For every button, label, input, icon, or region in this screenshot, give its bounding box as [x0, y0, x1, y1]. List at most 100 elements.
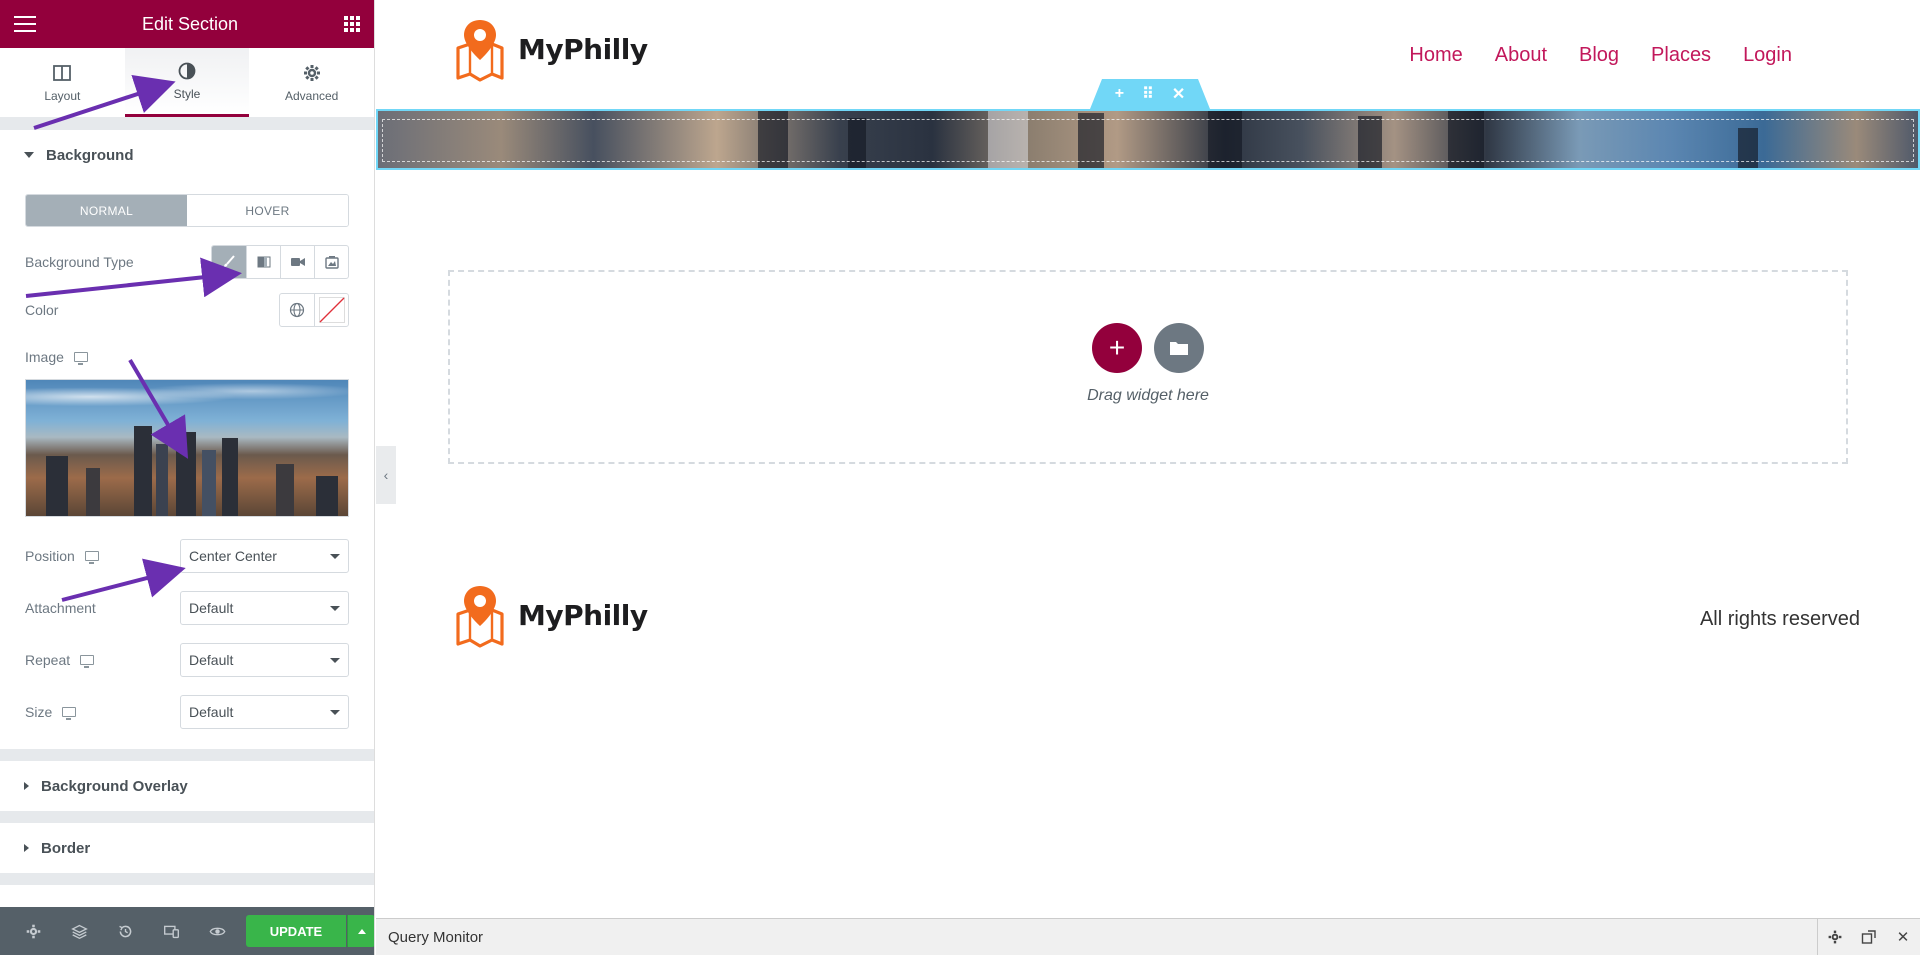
- panel-header: Edit Section: [0, 0, 374, 48]
- classic-brush-icon[interactable]: [212, 246, 246, 278]
- globe-icon[interactable]: [280, 294, 314, 326]
- nav-blog[interactable]: Blog: [1579, 44, 1620, 66]
- menu-icon[interactable]: [14, 16, 36, 32]
- site-logo[interactable]: MyPhilly: [452, 16, 648, 82]
- site-header: MyPhilly Home About Blog Places Login: [452, 16, 1852, 88]
- position-label: Position: [25, 548, 75, 564]
- selected-section-banner[interactable]: [376, 109, 1920, 170]
- chevron-down-icon: [330, 709, 340, 715]
- section-title: Background Overlay: [41, 777, 188, 795]
- half-circle-icon: [178, 62, 196, 80]
- qm-settings-gear-icon[interactable]: [1818, 929, 1852, 945]
- panel-footer: UPDATE: [0, 907, 374, 955]
- slideshow-icon[interactable]: [314, 246, 348, 278]
- section-divider: [0, 749, 374, 761]
- background-type-label: Background Type: [25, 254, 134, 270]
- query-monitor-actions: ✕: [1817, 918, 1920, 955]
- responsive-mode-icon[interactable]: [148, 907, 194, 955]
- image-label: Image: [25, 349, 64, 365]
- section-border-toggle[interactable]: Border: [0, 823, 374, 873]
- section-handle: + ⠿ ✕: [1090, 79, 1210, 109]
- add-section-icon[interactable]: +: [1114, 85, 1125, 102]
- site-nav: Home About Blog Places Login: [1409, 44, 1792, 67]
- chevron-down-icon: [330, 657, 340, 663]
- desktop-icon[interactable]: [80, 655, 95, 668]
- nav-home[interactable]: Home: [1409, 44, 1463, 66]
- background-image-preview[interactable]: [25, 379, 349, 517]
- editor-panel: Edit Section Layout Style Advanced Backg…: [0, 0, 375, 955]
- copyright-text: All rights reserved: [1699, 608, 1860, 630]
- desktop-icon[interactable]: [84, 551, 99, 564]
- save-options-caret-icon[interactable]: [347, 915, 374, 947]
- section-divider: [0, 811, 374, 823]
- widgets-grid-icon[interactable]: [344, 16, 360, 32]
- section-divider: [0, 118, 374, 130]
- add-section-plus-icon[interactable]: +: [1092, 323, 1142, 373]
- collapse-panel-chevron-icon[interactable]: ‹: [376, 446, 396, 504]
- update-button[interactable]: UPDATE: [246, 915, 346, 947]
- section-background-overlay-toggle[interactable]: Background Overlay: [0, 761, 374, 811]
- position-value: Center Center: [189, 548, 277, 564]
- size-label: Size: [25, 704, 53, 720]
- drag-handle-icon[interactable]: ⠿: [1142, 86, 1154, 103]
- nav-about[interactable]: About: [1494, 44, 1547, 66]
- dropzone-buttons: +: [1092, 323, 1204, 373]
- size-select[interactable]: Default: [180, 695, 349, 729]
- desktop-icon[interactable]: [73, 352, 88, 365]
- attachment-label: Attachment: [25, 600, 96, 616]
- template-library-folder-icon[interactable]: [1154, 323, 1204, 373]
- tab-layout[interactable]: Layout: [0, 48, 125, 117]
- qm-popout-icon[interactable]: [1852, 929, 1886, 945]
- map-pin-logo-icon: [456, 586, 504, 648]
- nav-places[interactable]: Places: [1651, 44, 1712, 66]
- attachment-value: Default: [189, 600, 234, 616]
- attachment-row: Attachment Default: [25, 591, 349, 625]
- query-monitor-label[interactable]: Query Monitor: [388, 928, 484, 946]
- nav-login[interactable]: Login: [1743, 44, 1792, 66]
- size-row: Size Default: [25, 695, 349, 729]
- qm-close-icon[interactable]: ✕: [1896, 929, 1910, 946]
- position-row: Position Center Center: [25, 539, 349, 573]
- desktop-icon[interactable]: [62, 707, 77, 720]
- background-controls: NORMAL HOVER Background Type C: [0, 180, 374, 729]
- section-title: Background: [46, 146, 134, 164]
- chevron-down-icon: [330, 605, 340, 611]
- repeat-value: Default: [189, 652, 234, 668]
- query-monitor-bar: Query Monitor ✕: [376, 918, 1920, 955]
- delete-section-icon[interactable]: ✕: [1171, 86, 1186, 103]
- section-background-toggle[interactable]: Background: [0, 130, 374, 180]
- caret-down-icon: [24, 152, 34, 158]
- color-label: Color: [25, 302, 59, 318]
- section-title: Border: [41, 839, 91, 857]
- caret-right-icon: [24, 844, 29, 852]
- color-swatch-empty[interactable]: [314, 294, 348, 326]
- layers-icon[interactable]: [56, 907, 102, 955]
- gradient-icon[interactable]: [246, 246, 280, 278]
- eye-preview-icon[interactable]: [194, 907, 240, 955]
- repeat-row: Repeat Default: [25, 643, 349, 677]
- video-camera-icon[interactable]: [280, 246, 314, 278]
- section-inner-outline: [382, 119, 1914, 162]
- tab-advanced[interactable]: Advanced: [249, 48, 374, 117]
- history-icon[interactable]: [102, 907, 148, 955]
- logo-text: MyPhilly: [518, 32, 648, 66]
- footer-logo-text: MyPhilly: [518, 598, 648, 632]
- background-type-row: Background Type: [25, 245, 349, 279]
- hover-tab[interactable]: HOVER: [187, 195, 348, 226]
- panel-title: Edit Section: [141, 13, 239, 34]
- caret-right-icon: [24, 782, 29, 790]
- size-value: Default: [189, 704, 234, 720]
- normal-tab[interactable]: NORMAL: [26, 195, 187, 226]
- background-type-choices: [211, 245, 349, 279]
- section-divider: [0, 873, 374, 885]
- position-select[interactable]: Center Center: [180, 539, 349, 573]
- attachment-select[interactable]: Default: [180, 591, 349, 625]
- tab-label: Layout: [44, 88, 81, 103]
- settings-gear-icon[interactable]: [10, 907, 56, 955]
- state-toggle: NORMAL HOVER: [25, 194, 349, 227]
- tab-style[interactable]: Style: [124, 48, 250, 117]
- repeat-select[interactable]: Default: [180, 643, 349, 677]
- gear-icon: [303, 64, 320, 81]
- empty-section-dropzone[interactable]: + Drag widget here: [448, 270, 1848, 464]
- footer-logo[interactable]: MyPhilly: [452, 582, 648, 648]
